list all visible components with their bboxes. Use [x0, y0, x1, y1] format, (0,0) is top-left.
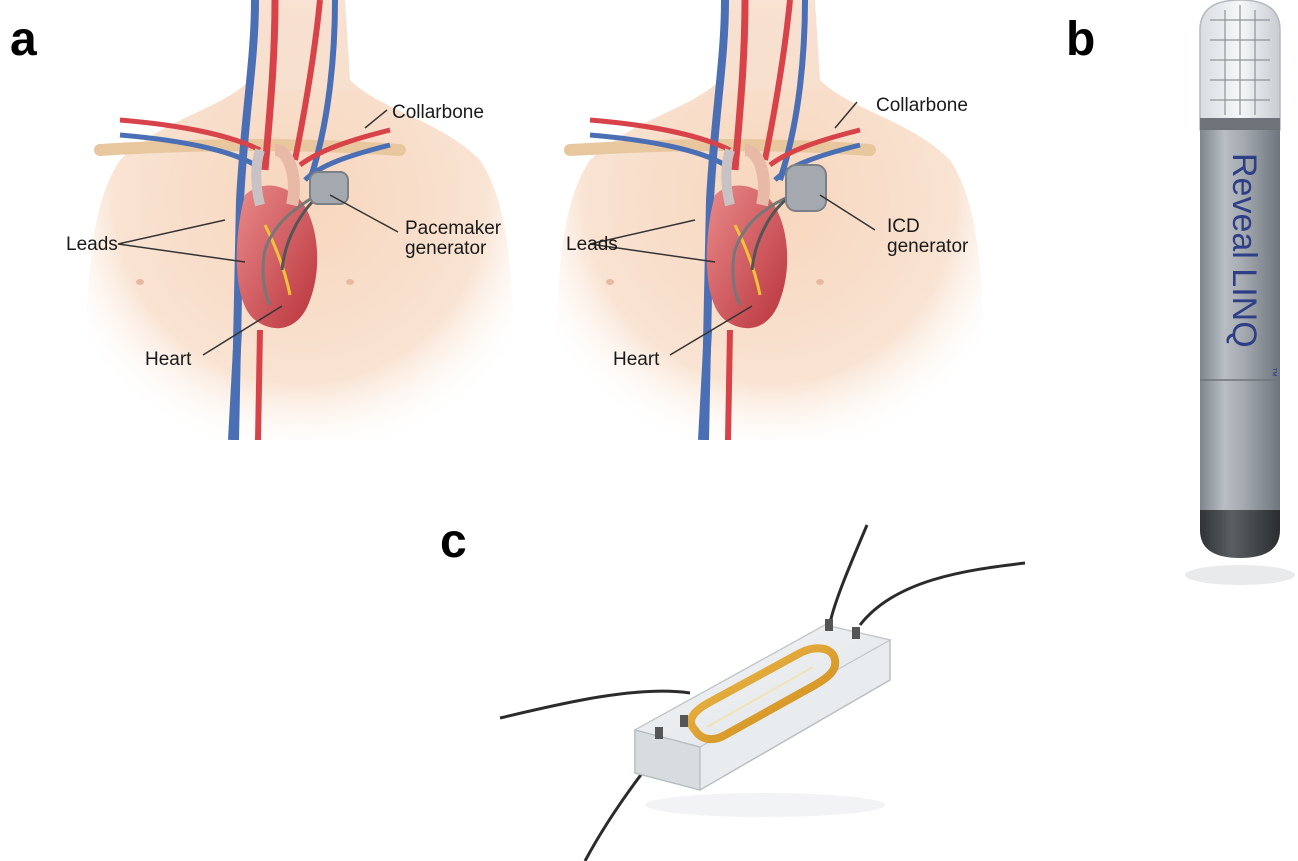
- icd-generator-label-line2: generator: [887, 236, 968, 257]
- icd-collarbone-label: Collarbone: [876, 95, 968, 116]
- implant-device-illustration: [495, 515, 1035, 861]
- icd-leads-label: Leads: [566, 234, 618, 255]
- icd-chest-illustration: [530, 0, 1000, 440]
- reveal-linq-brand-text: Reveal LINQ: [1225, 153, 1263, 348]
- pacemaker-generator-label-line2: generator: [405, 238, 486, 259]
- reveal-linq-label: Reveal LINQ ™: [1205, 145, 1298, 405]
- pacemaker-heart-label: Heart: [145, 349, 191, 370]
- pacemaker-generator-label-line1: Pacemaker: [405, 218, 501, 239]
- pacemaker-collarbone-label: Collarbone: [392, 102, 484, 123]
- reveal-linq-trademark: ™: [1267, 367, 1278, 377]
- pacemaker-leads-label: Leads: [66, 234, 118, 255]
- panel-label-b: b: [1066, 16, 1095, 64]
- icd-generator-label-line1: ICD: [887, 216, 920, 237]
- icd-heart-label: Heart: [613, 349, 659, 370]
- panel-label-c: c: [440, 518, 467, 566]
- panel-label-a: a: [10, 16, 37, 64]
